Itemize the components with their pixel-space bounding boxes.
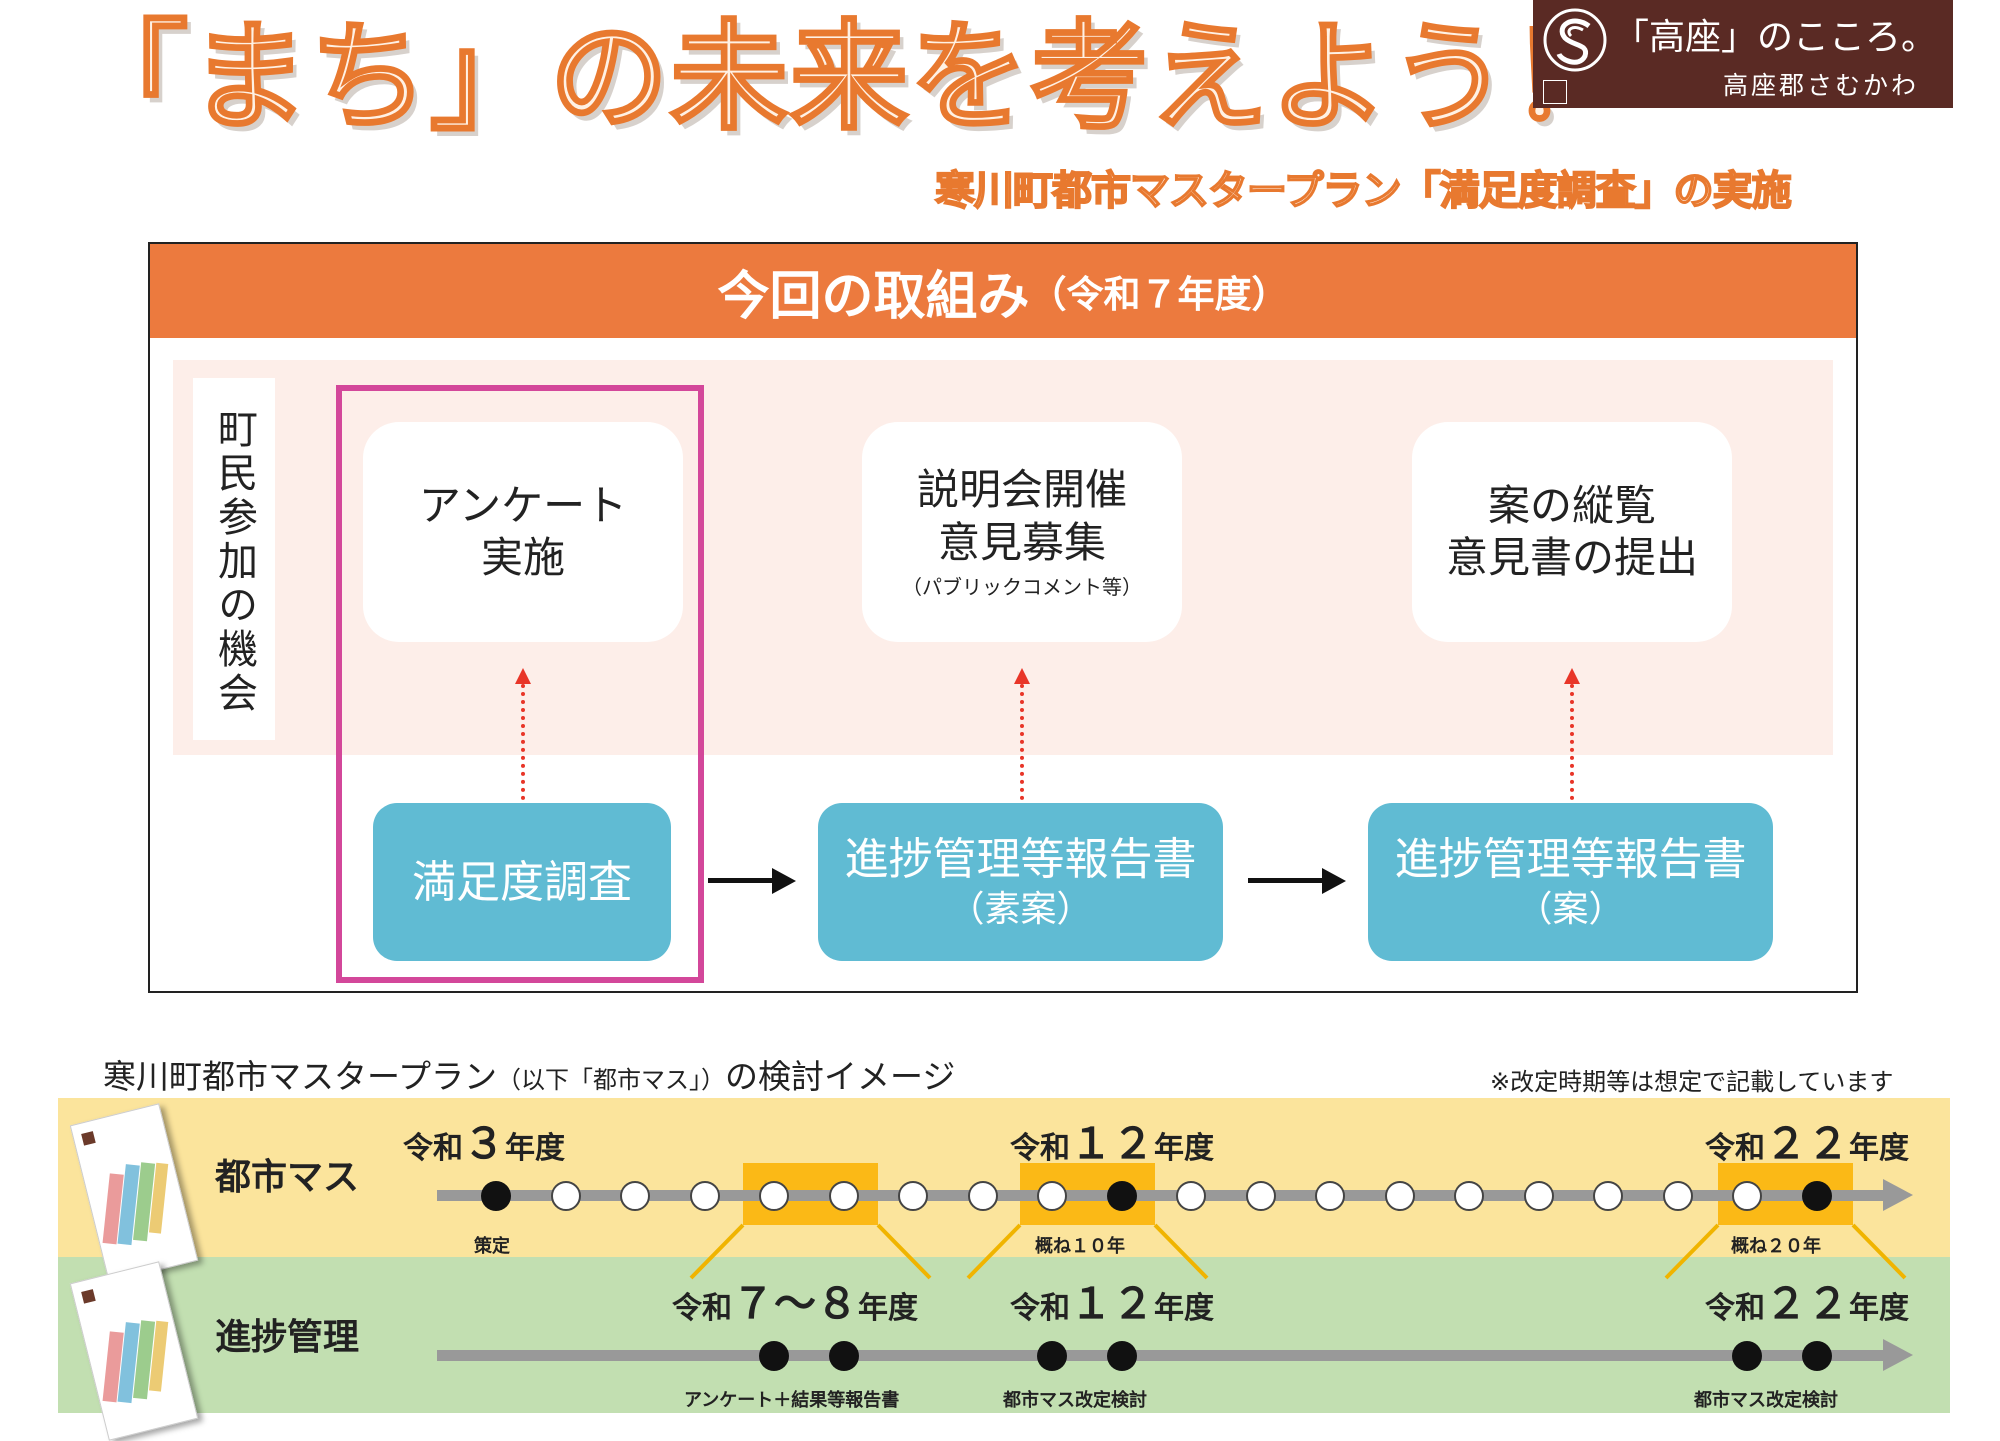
year-dot <box>1732 1181 1762 1211</box>
timeline-title-end: の検討イメージ <box>725 1057 956 1096</box>
participation-box-inspection: 案の縦覧 意見書の提出 <box>1412 422 1732 642</box>
milestone-label: 策定 <box>474 1236 510 1257</box>
seal-icon <box>1543 80 1567 104</box>
arrow-up-icon <box>1564 668 1580 684</box>
arrow-right-icon <box>1883 1179 1913 1211</box>
row-label-progress: 進捗管理 <box>215 1317 360 1358</box>
year-label: 令和７～８年度 <box>672 1279 919 1328</box>
participation-box-briefing: 説明会開催 意見募集 （パブリックコメント等） <box>862 422 1182 642</box>
milestone-dot <box>1732 1341 1762 1371</box>
milestone-label: 概ね２０年 <box>1731 1236 1821 1257</box>
year-dot <box>690 1181 720 1211</box>
arrow-right-icon <box>1322 868 1346 894</box>
box-line1: アンケート <box>418 480 628 530</box>
box-line1: 満足度調査 <box>412 856 632 908</box>
swirl-logo-icon <box>1543 8 1607 72</box>
year-dot <box>759 1181 789 1211</box>
year-label: 令和２２年度 <box>1705 1279 1910 1328</box>
row-label-master-plan: 都市マス <box>215 1157 360 1198</box>
box-line1: 説明会開催 <box>916 465 1127 514</box>
year-dot <box>1315 1181 1345 1211</box>
year-dot <box>898 1181 928 1211</box>
year-dot <box>1037 1181 1067 1211</box>
box-line2: 意見書の提出 <box>1445 533 1698 582</box>
year-label: 令和３年度 <box>403 1119 566 1168</box>
logo-tagline: 「高座」のこころ。 <box>1613 17 1938 58</box>
year-dot <box>551 1181 581 1211</box>
process-box-draft-report: 進捗管理等報告書 （素案） <box>818 803 1223 961</box>
milestone-dot <box>829 1341 859 1371</box>
dotted-connector <box>1020 684 1024 800</box>
process-box-plan-report: 進捗管理等報告書 （案） <box>1368 803 1773 961</box>
arrow-right-icon <box>1883 1339 1913 1371</box>
timeline-track <box>437 1350 1885 1361</box>
box-line1: 進捗管理等報告書 <box>844 834 1197 885</box>
year-label: 令和１２年度 <box>1010 1119 1215 1168</box>
box-line2: （案） <box>1516 889 1625 930</box>
participation-box-survey: アンケート 実施 <box>363 422 683 642</box>
initiative-frame <box>148 242 1858 993</box>
year-dot <box>1593 1181 1623 1211</box>
year-dot <box>1663 1181 1693 1211</box>
arrow-up-icon <box>1014 668 1030 684</box>
year-dot <box>829 1181 859 1211</box>
booklet-cover-icon <box>81 1131 169 1246</box>
milestone-dot <box>1802 1341 1832 1371</box>
year-dot <box>1385 1181 1415 1211</box>
booklet-cover-icon <box>81 1289 169 1404</box>
year-dot <box>1454 1181 1484 1211</box>
process-box-survey: 満足度調査 <box>373 803 671 961</box>
milestone-dot <box>1107 1341 1137 1371</box>
milestone-dot <box>1037 1341 1067 1371</box>
current-focus-highlight <box>336 385 704 983</box>
timeline-title-main: 寒川町都市マスタープラン <box>103 1057 498 1096</box>
milestone-dot <box>1802 1181 1832 1211</box>
milestone-label: 概ね１０年 <box>1035 1236 1125 1257</box>
milestone-dot <box>481 1181 511 1211</box>
year-dot <box>968 1181 998 1211</box>
year-label: 令和１２年度 <box>1010 1279 1215 1328</box>
participation-side-label: 町民参加の機会 <box>193 378 275 740</box>
milestone-label: 都市マス改定検討 <box>1694 1390 1838 1411</box>
progress-report-booklet <box>69 1261 199 1441</box>
side-label-text: 町民参加の機会 <box>211 408 257 716</box>
town-logo: 「高座」のこころ。 高座郡さむかわ <box>1533 0 1953 108</box>
box-note: （パブリックコメント等） <box>902 575 1142 599</box>
heading-text: 今回の取組み <box>717 266 1030 327</box>
box-line1: 案の縦覧 <box>1487 480 1656 530</box>
master-plan-booklet <box>69 1103 199 1283</box>
year-dot <box>1524 1181 1554 1211</box>
timeline-title-small: （以下「都市マス」） <box>497 1066 726 1094</box>
timeline-title: 寒川町都市マスタープラン（以下「都市マス」）の検討イメージ <box>103 1050 955 1098</box>
initiative-heading: 今回の取組み （令和７年度） <box>150 244 1856 338</box>
box-line1: 進捗管理等報告書 <box>1394 834 1747 885</box>
box-line2: 実施 <box>480 533 565 582</box>
milestone-dot <box>1107 1181 1137 1211</box>
timeline-track <box>437 1190 1885 1201</box>
box-line2: （素案） <box>948 889 1093 930</box>
year-label: 令和２２年度 <box>1705 1119 1910 1168</box>
year-dot <box>620 1181 650 1211</box>
heading-year: （令和７年度） <box>1029 273 1289 316</box>
arrow-up-icon <box>515 668 531 684</box>
logo-town-name: 高座郡さむかわ <box>1723 71 1920 100</box>
arrow-right-icon <box>772 868 796 894</box>
box-line2: 意見募集 <box>937 517 1106 567</box>
flow-arrow-line <box>708 878 774 883</box>
dotted-connector <box>521 684 525 800</box>
dotted-connector <box>1570 684 1574 800</box>
page-title: 「まち」の未来を考えよう！ <box>68 8 1631 146</box>
master-plan-band <box>58 1098 1950 1257</box>
flow-arrow-line <box>1248 878 1324 883</box>
timeline-note: ※改定時期等は想定で記載しています <box>1490 1068 1894 1096</box>
milestone-label: 都市マス改定検討 <box>1003 1390 1147 1411</box>
year-dot <box>1246 1181 1276 1211</box>
year-dot <box>1176 1181 1206 1211</box>
milestone-label: アンケート＋結果等報告書 <box>684 1390 900 1411</box>
page-subtitle: 寒川町都市マスタープラン「満足度調査」の実施 <box>934 167 1792 215</box>
progress-band <box>58 1257 1950 1413</box>
milestone-dot <box>759 1341 789 1371</box>
